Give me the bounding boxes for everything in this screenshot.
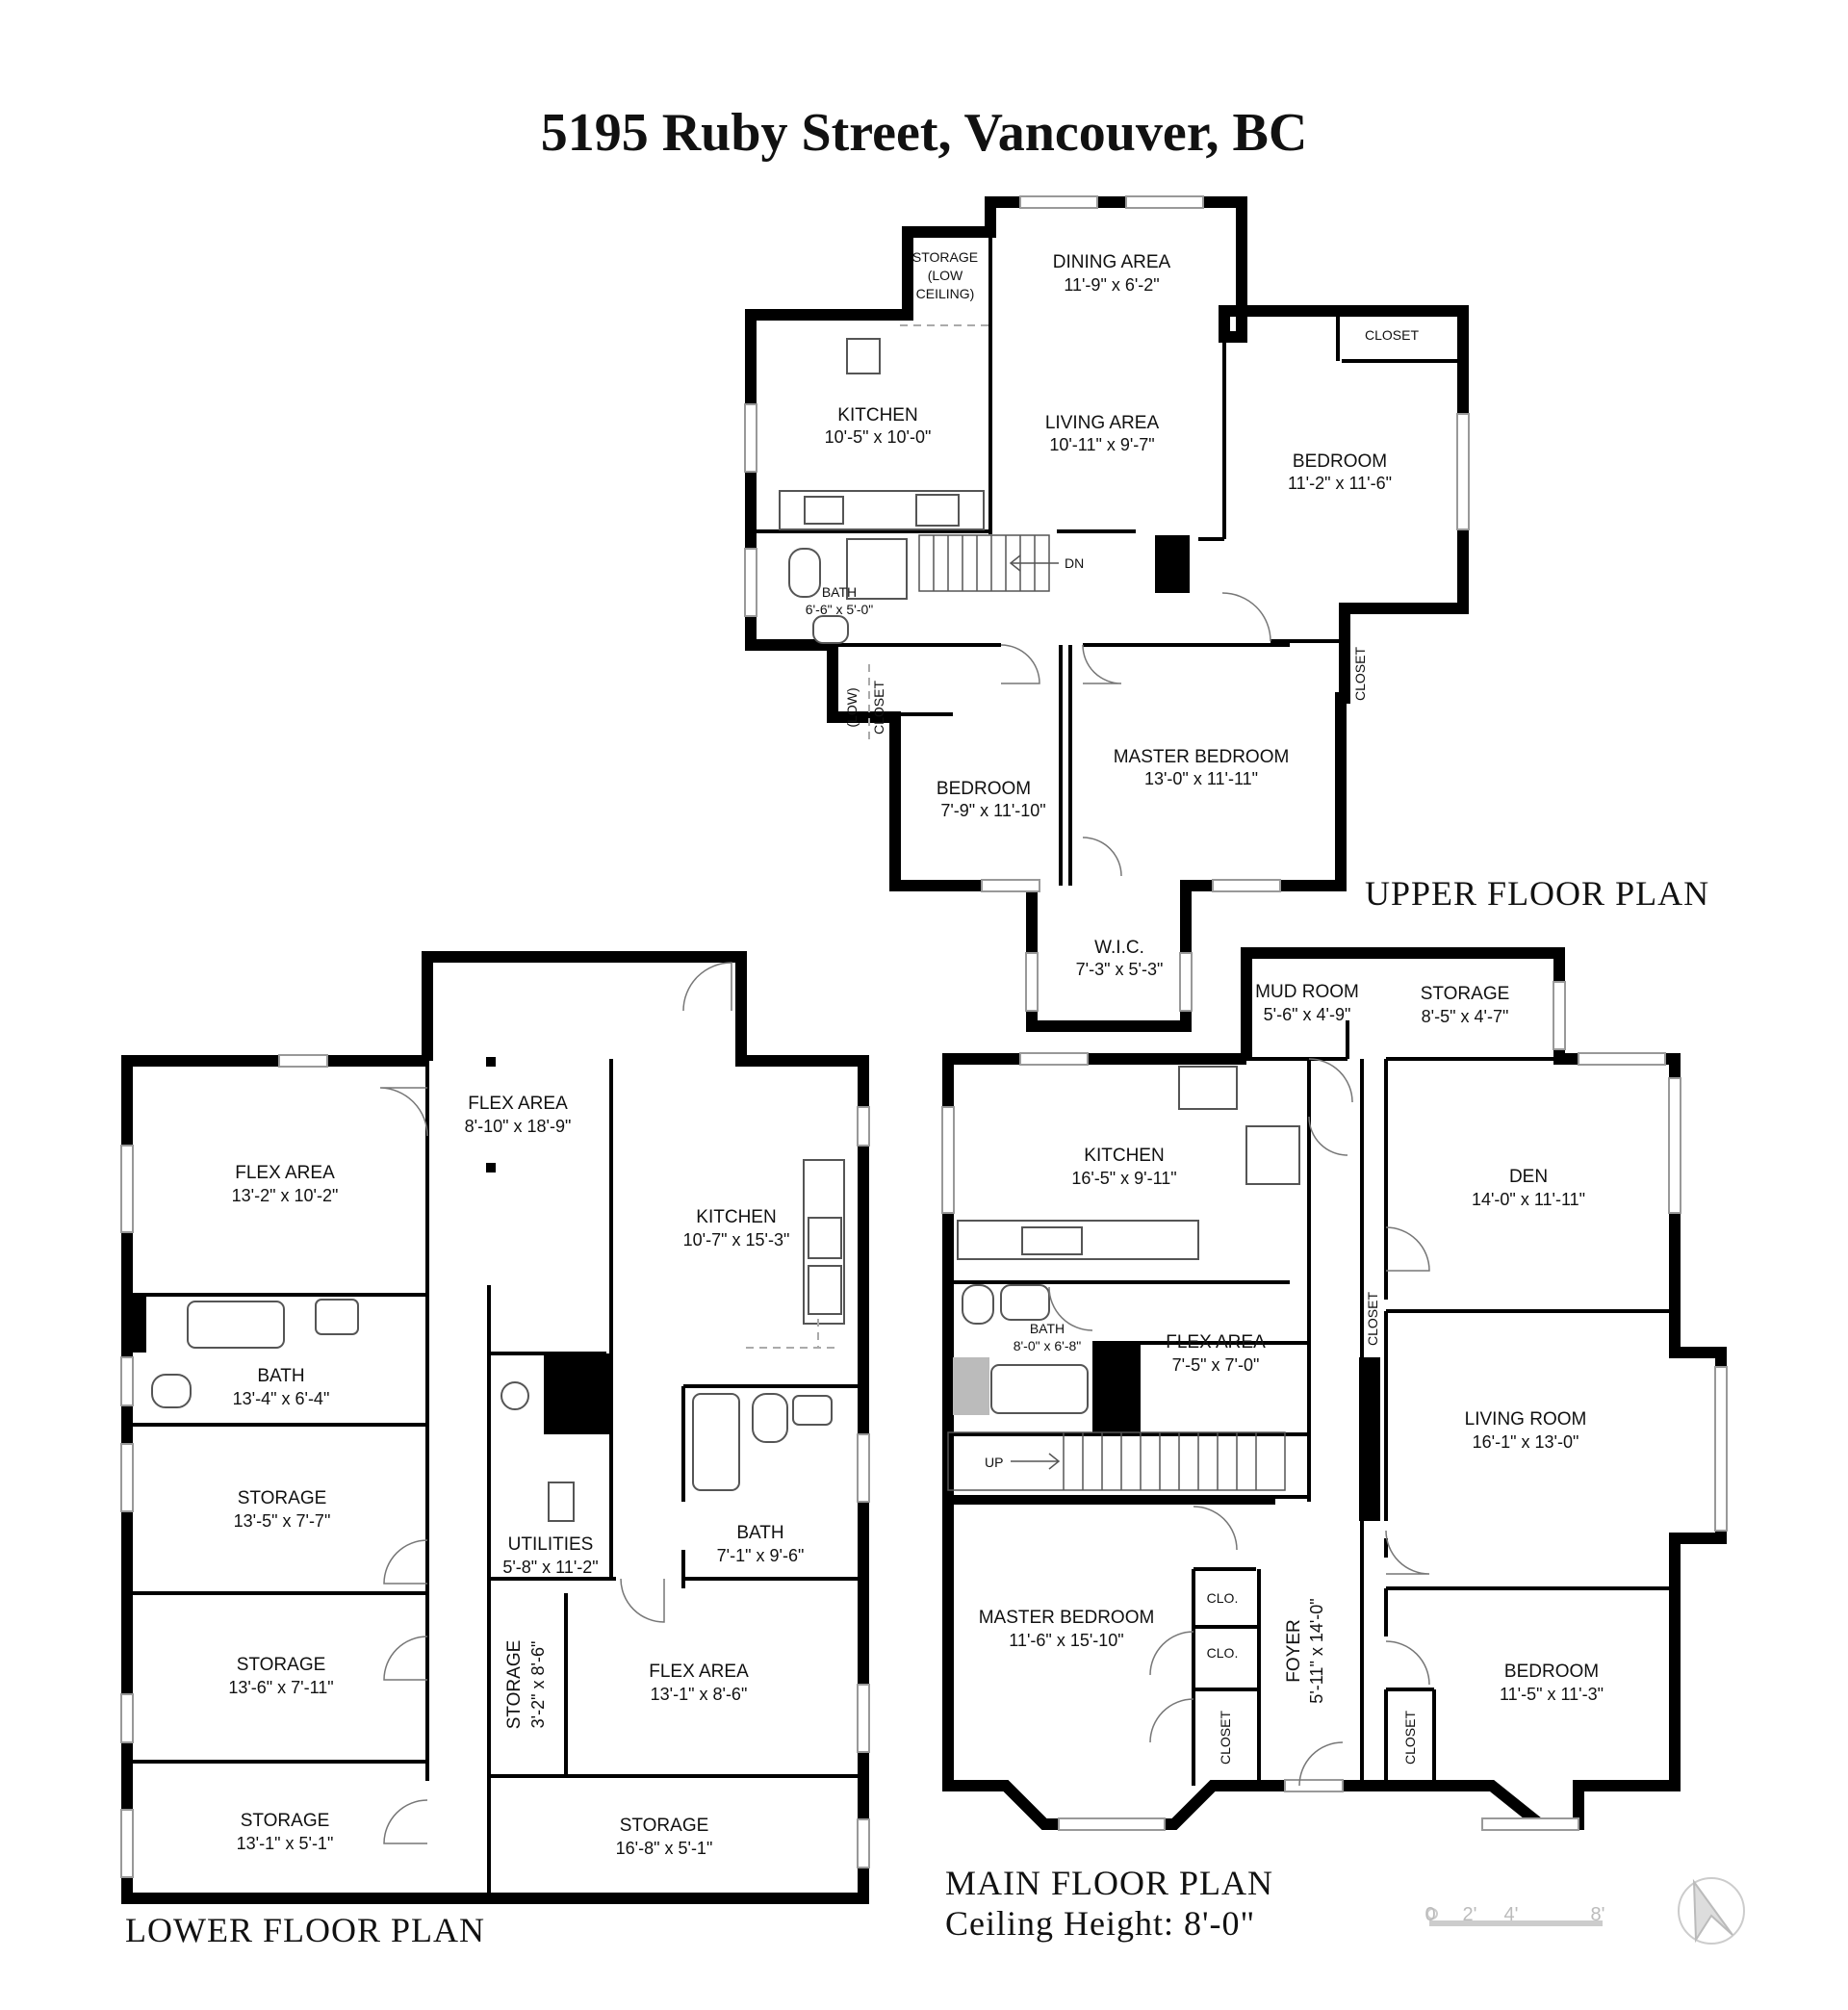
upper-living-dims: 10'-11" x 9'-7"	[1049, 435, 1154, 454]
main-storage-dims: 8'-5" x 4'-7"	[1422, 1007, 1509, 1026]
lower-utilities-dims: 5'-8" x 11'-2"	[502, 1558, 598, 1577]
upper-bedroom-left-name: BEDROOM	[937, 779, 1031, 799]
lower-storage-3-dims: 13'-1" x 5'-1"	[237, 1834, 334, 1853]
main-bedroom-name: BEDROOM	[1504, 1662, 1599, 1682]
scale-tick-0: 0	[1424, 1904, 1435, 1925]
upper-kitchen-dims: 10'-5" x 10'-0"	[825, 427, 932, 447]
main-foyer-dims: 5'-11" x 14'-0"	[1307, 1598, 1326, 1703]
main-kitchen-dims: 16'-5" x 9'-11"	[1071, 1169, 1176, 1188]
main-floor-plan: UP MUD ROOM 5'-6" x 4'-9" STORAGE 8'-5" …	[941, 947, 1728, 1943]
scale-bar: 0 2' 4' 8'	[1424, 1904, 1605, 1926]
main-mudroom-dims: 5'-6" x 4'-9"	[1264, 1005, 1351, 1024]
main-foyer-name: FOYER	[1284, 1619, 1304, 1682]
upper-plan-label: UPPER FLOOR PLAN	[1365, 874, 1709, 913]
upper-closet-low-1: (LOW)	[844, 687, 860, 727]
upper-storage-label-3: CEILING)	[916, 286, 975, 301]
upper-bath-dims: 6'-6" x 5'-0"	[806, 602, 874, 617]
upper-living-name: LIVING AREA	[1045, 413, 1160, 433]
main-master-dims: 11'-6" x 15'-10"	[1009, 1631, 1123, 1650]
lower-chimney	[544, 1353, 611, 1434]
lower-storage-1-dims: 13'-5" x 7'-7"	[234, 1511, 331, 1531]
lower-flex-right-dims: 13'-1" x 8'-6"	[651, 1685, 748, 1704]
lower-storage-4-dims: 16'-8" x 5'-1"	[616, 1839, 713, 1858]
main-bath-name: BATH	[1030, 1321, 1065, 1336]
upper-chimney	[1155, 535, 1190, 593]
main-clo-2: CLO.	[1207, 1645, 1239, 1661]
upper-storage-label-2: (LOW	[928, 268, 963, 283]
lower-utilities-name: UTILITIES	[508, 1534, 594, 1555]
upper-wic-name: W.I.C.	[1094, 938, 1144, 958]
lower-storage-2-name: STORAGE	[237, 1655, 326, 1675]
main-flex-name: FLEX AREA	[1166, 1332, 1266, 1353]
upper-dining-dims: 11'-9" x 6'-2"	[1064, 275, 1159, 295]
main-closet-center: CLOSET	[1365, 1292, 1380, 1346]
lower-bath-right-name: BATH	[736, 1523, 783, 1543]
main-storage-name: STORAGE	[1421, 984, 1510, 1004]
lower-bath-left-dims: 13'-4" x 6'-4"	[233, 1389, 330, 1408]
upper-closet-right: CLOSET	[1352, 647, 1368, 701]
compass-icon	[1678, 1877, 1745, 1945]
lower-floor-plan: FLEX AREA 8'-10" x 18'-9" FLEX AREA 13'-…	[120, 951, 870, 1949]
lower-bath-left-name: BATH	[257, 1366, 304, 1386]
page-title: 5195 Ruby Street, Vancouver, BC	[541, 103, 1308, 163]
upper-bedroom-right-name: BEDROOM	[1293, 451, 1387, 472]
lower-storage-3-name: STORAGE	[241, 1811, 330, 1831]
main-mudroom-name: MUD ROOM	[1255, 982, 1359, 1002]
main-living-dims: 16'-1" x 13'-0"	[1473, 1432, 1579, 1452]
lower-flex-right-name: FLEX AREA	[649, 1662, 749, 1682]
main-closet-left: CLOSET	[1218, 1711, 1233, 1765]
upper-bedroom-left-dims: 7'-9" x 11'-10"	[940, 801, 1045, 820]
upper-bath-name: BATH	[822, 584, 857, 600]
main-kitchen-name: KITCHEN	[1084, 1146, 1164, 1166]
main-bedroom-dims: 11'-5" x 11'-3"	[1500, 1685, 1604, 1704]
main-stairs	[947, 1431, 1286, 1491]
main-den-name: DEN	[1509, 1167, 1548, 1187]
upper-floor-plan: DN STORAGE (LOW CEILING) DINING AREA 11'…	[744, 195, 1709, 1032]
lower-plan-label: LOWER FLOOR PLAN	[125, 1911, 485, 1949]
upper-stair-label: DN	[1065, 555, 1084, 571]
lower-flex-center-name: FLEX AREA	[468, 1094, 568, 1114]
lower-flex-left-name: FLEX AREA	[235, 1163, 335, 1183]
lower-storage-1-name: STORAGE	[238, 1488, 327, 1508]
lower-storage-4-name: STORAGE	[620, 1816, 709, 1836]
scale-tick-3: 8'	[1591, 1904, 1605, 1925]
lower-storage-vertical-dims: 3'-2" x 8'-6"	[528, 1641, 548, 1729]
ceiling-height-label: Ceiling Height: 8'-0"	[945, 1904, 1255, 1943]
lower-storage-vertical-name: STORAGE	[504, 1640, 525, 1730]
upper-wic-dims: 7'-3" x 5'-3"	[1076, 960, 1164, 979]
main-master-name: MASTER BEDROOM	[979, 1608, 1155, 1628]
main-flex-dims: 7'-5" x 7'-0"	[1172, 1355, 1260, 1375]
upper-master-dims: 13'-0" x 11'-11"	[1144, 769, 1258, 788]
main-plan-label: MAIN FLOOR PLAN	[945, 1864, 1273, 1902]
main-fireplace	[1359, 1357, 1380, 1521]
upper-closet-low-2: CLOSET	[871, 681, 886, 734]
upper-master-name: MASTER BEDROOM	[1114, 747, 1290, 767]
upper-bedroom-right-dims: 11'-2" x 11'-6"	[1288, 474, 1392, 493]
scale-tick-1: 2'	[1463, 1904, 1477, 1925]
main-bath-dims: 8'-0" x 6'-8"	[1014, 1338, 1082, 1353]
scale-tick-2: 4'	[1504, 1904, 1519, 1925]
main-clo-1: CLO.	[1207, 1590, 1239, 1606]
upper-closet-top: CLOSET	[1365, 327, 1419, 343]
main-living-name: LIVING ROOM	[1465, 1409, 1587, 1430]
upper-dining-name: DINING AREA	[1053, 252, 1171, 272]
lower-kitchen-name: KITCHEN	[696, 1207, 776, 1227]
upper-stairs	[918, 534, 1059, 592]
upper-kitchen-name: KITCHEN	[837, 405, 917, 425]
main-den-dims: 14'-0" x 11'-11"	[1472, 1190, 1585, 1209]
lower-flex-left-dims: 13'-2" x 10'-2"	[232, 1186, 339, 1205]
lower-kitchen-dims: 10'-7" x 15'-3"	[683, 1230, 790, 1250]
lower-flex-center-dims: 8'-10" x 18'-9"	[465, 1117, 572, 1136]
main-closet-right: CLOSET	[1402, 1711, 1418, 1765]
upper-storage-label: STORAGE	[912, 249, 978, 265]
main-stair-label: UP	[985, 1455, 1003, 1470]
lower-storage-2-dims: 13'-6" x 7'-11"	[228, 1678, 333, 1697]
lower-bath-right-dims: 7'-1" x 9'-6"	[717, 1546, 805, 1565]
